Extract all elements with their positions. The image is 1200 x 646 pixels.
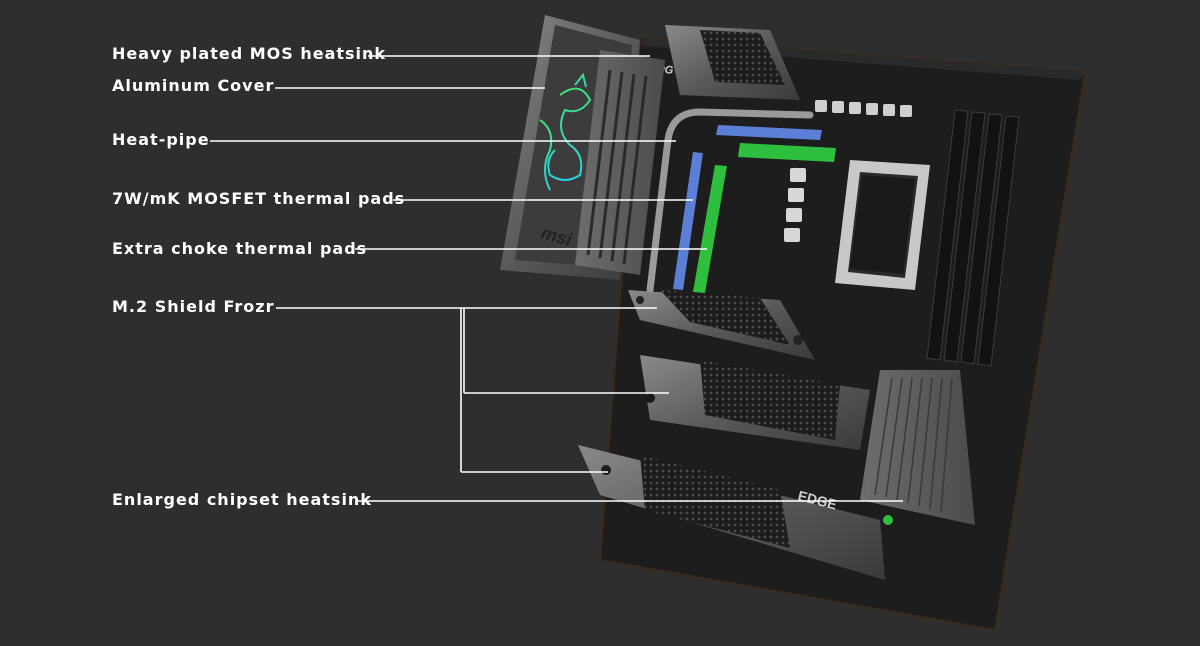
dimm-slots (926, 109, 1020, 367)
leader-lines (210, 55, 903, 502)
label-mosfet-thermal-pads: 7W/mK MOSFET thermal pads (112, 189, 406, 208)
choke-thermal-pads (693, 143, 836, 293)
label-enlarged-chipset-heatsink: Enlarged chipset heatsink (112, 490, 372, 509)
label-heavy-plated-mos-heatsink: Heavy plated MOS heatsink (112, 44, 387, 63)
label-extra-choke-thermal-pads: Extra choke thermal pads (112, 239, 368, 258)
label-aluminum-cover: Aluminum Cover (112, 76, 275, 95)
chipset-led (883, 515, 893, 525)
m2-shield-frozr-1 (628, 290, 815, 360)
mos-heatsink-left (575, 50, 665, 275)
label-m2-shield-frozr: M.2 Shield Frozr (112, 297, 275, 316)
dragon-rgb-logo (539, 72, 592, 191)
m2-shield-frozr-2 (640, 355, 870, 450)
mosfet-thermal-pads (673, 125, 822, 290)
label-heat-pipe: Heat-pipe (112, 130, 210, 149)
choke-column (784, 168, 806, 242)
capacitor-row (815, 100, 912, 117)
heat-pipe (646, 108, 814, 294)
cpu-socket (835, 160, 930, 290)
